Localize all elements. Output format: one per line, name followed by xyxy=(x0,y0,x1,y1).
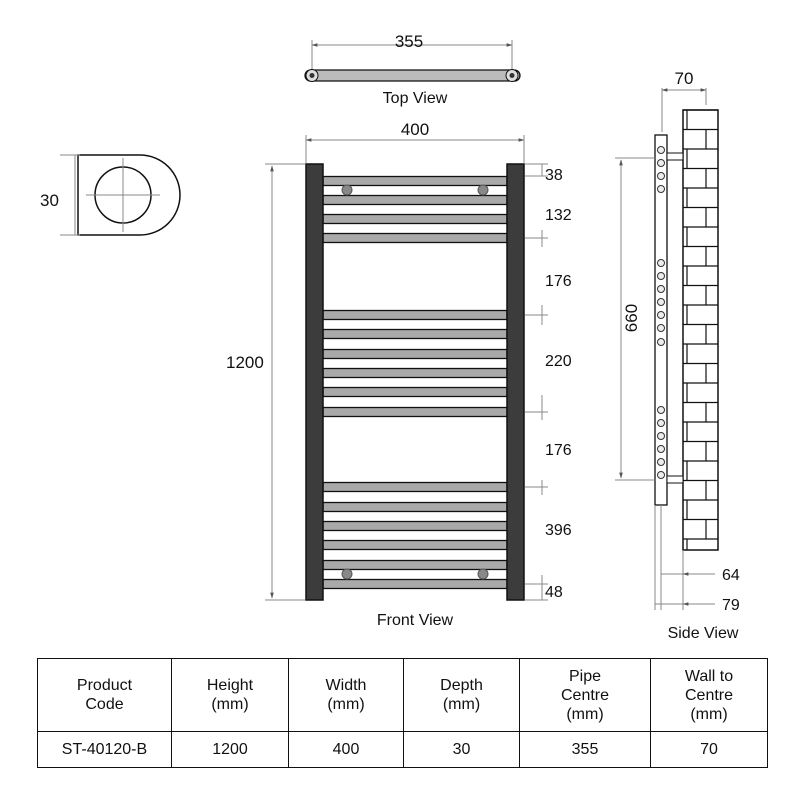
cell-product-code: ST-40120-B xyxy=(37,731,172,768)
bar-end-icon xyxy=(657,406,665,414)
bar-end-icon xyxy=(657,259,665,267)
valve-connector xyxy=(477,184,489,196)
bar-end-icon xyxy=(657,172,665,180)
spacing-label: 132 xyxy=(545,207,572,224)
towel-bar xyxy=(322,501,508,513)
spacing-label: 396 xyxy=(545,522,572,539)
header-width: Width(mm) xyxy=(288,658,404,732)
dim-height: 1200 xyxy=(226,353,264,372)
bar-end-icon xyxy=(657,146,665,154)
dim-wall-to-centre: 70 xyxy=(675,69,694,88)
towel-bar xyxy=(322,328,508,340)
top-view-label: Top View xyxy=(383,90,448,107)
bar-end-icon xyxy=(657,159,665,167)
towel-bar xyxy=(322,309,508,321)
cell-wall-to-centre: 70 xyxy=(650,731,768,768)
towel-bar xyxy=(322,578,508,590)
left-rail xyxy=(305,163,324,601)
towel-bar xyxy=(322,559,508,571)
table-row: ST-40120-B 1200 400 30 355 70 xyxy=(37,731,768,768)
towel-bar xyxy=(322,406,508,418)
cell-depth: 30 xyxy=(403,731,520,768)
bar-end-icon xyxy=(657,445,665,453)
front-view: 400 1200 38 132 176 220 176 396 48 Front… xyxy=(226,120,572,629)
dim-pipe-centre: 355 xyxy=(395,32,423,51)
end-cap-view: 30 xyxy=(40,154,181,236)
towel-bar xyxy=(322,213,508,225)
header-depth: Depth(mm) xyxy=(403,658,520,732)
bar-end-icon xyxy=(657,432,665,440)
header-height: Height(mm) xyxy=(171,658,289,732)
bar-end-icon xyxy=(657,272,665,280)
towel-bar xyxy=(322,232,508,244)
side-view: 70 660 64 79 Side View xyxy=(615,69,740,642)
dim-bracket-centres: 660 xyxy=(622,304,641,332)
dim-width: 400 xyxy=(401,120,429,139)
dim-64: 64 xyxy=(722,567,740,584)
bar-end-icon xyxy=(657,185,665,193)
towel-bar xyxy=(322,348,508,360)
towel-bar xyxy=(322,539,508,551)
bar-end-icon xyxy=(657,471,665,479)
towel-bar xyxy=(322,175,508,187)
cell-height: 1200 xyxy=(171,731,289,768)
valve-connector xyxy=(477,568,489,580)
front-view-label: Front View xyxy=(377,612,454,629)
spacing-label: 220 xyxy=(545,353,572,370)
cell-pipe-centre: 355 xyxy=(519,731,651,768)
dim-depth: 30 xyxy=(40,191,59,210)
bar-end-icon xyxy=(657,458,665,466)
bar-end-icon xyxy=(657,311,665,319)
side-view-label: Side View xyxy=(668,625,739,642)
bar-end-icon xyxy=(657,338,665,346)
top-view: 355 Top View xyxy=(304,32,521,107)
towel-bar xyxy=(322,367,508,379)
spacing-label: 176 xyxy=(545,273,572,290)
towel-bar xyxy=(322,386,508,398)
towel-bar xyxy=(322,194,508,206)
cell-width: 400 xyxy=(288,731,404,768)
towel-bar xyxy=(322,481,508,493)
towel-bar xyxy=(322,520,508,532)
spacing-label: 176 xyxy=(545,442,572,459)
spacing-label: 48 xyxy=(545,584,563,601)
bar-end-icon xyxy=(657,324,665,332)
right-rail xyxy=(506,163,525,601)
valve-connector xyxy=(341,568,353,580)
dim-79: 79 xyxy=(722,597,740,614)
bar-end-icon xyxy=(657,298,665,306)
valve-connector xyxy=(341,184,353,196)
bar-end-icon xyxy=(657,419,665,427)
bar-end-icon xyxy=(657,285,665,293)
spacing-label: 38 xyxy=(545,167,563,184)
